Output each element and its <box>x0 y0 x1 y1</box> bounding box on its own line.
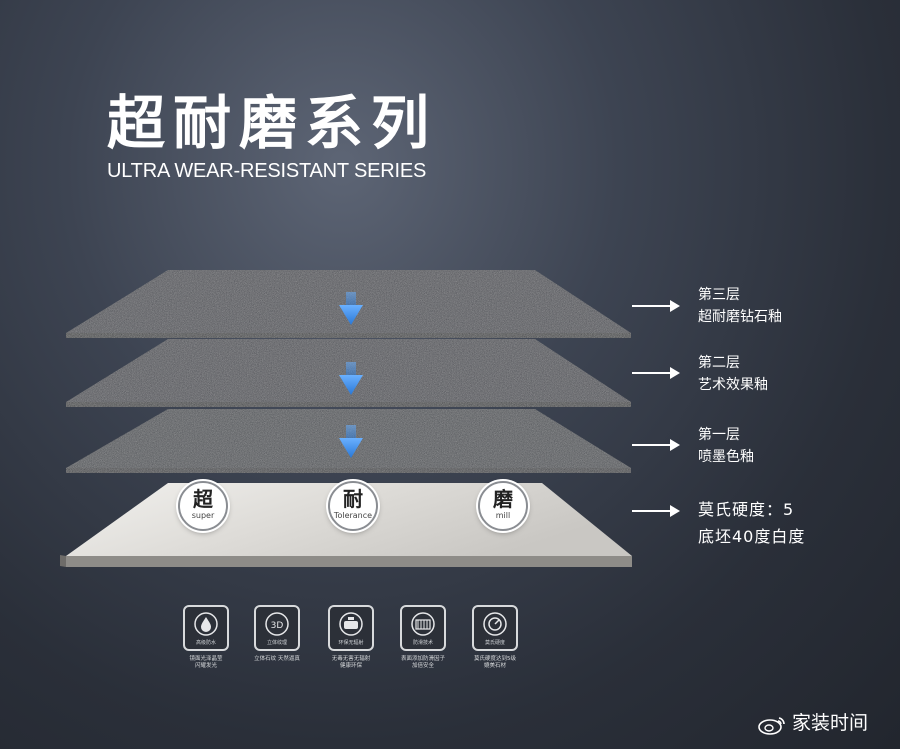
feature-anti-slip: 防滑技术 表面添加防滑因子 加倍安全 <box>391 605 455 670</box>
feature-caption: 莫氏硬度达到5级 媲美石材 <box>474 656 516 669</box>
arrow-right-icon <box>632 367 680 379</box>
feature-caption: 表面添加防滑因子 加倍安全 <box>400 656 445 669</box>
arrow-down-icon <box>339 425 363 458</box>
layer-1-title: 第一层 <box>698 427 740 443</box>
layer-3-title: 第三层 <box>698 287 740 303</box>
feature-icon-text: 防滑技术 <box>412 640 433 646</box>
badge-mill-char: 磨 <box>493 487 513 511</box>
layer-2-title: 第二层 <box>698 355 740 371</box>
badge-mill: 磨 mill <box>478 481 528 531</box>
3d-icon: 3D 立体纹理 <box>254 605 300 651</box>
layer-2-desc: 艺术效果釉 <box>698 377 768 393</box>
feature-hardness: 莫氏硬度 莫氏硬度达到5级 媲美石材 <box>463 605 527 670</box>
page-subtitle: ULTRA WEAR-RESISTANT SERIES <box>107 160 427 182</box>
feature-caption: 立体石纹 天然逼真 <box>254 656 300 662</box>
badge-tolerance-label: Tolerance <box>333 511 373 520</box>
weibo-logo <box>758 717 785 735</box>
svg-text:3D: 3D <box>271 621 284 631</box>
layer-1-desc: 喷墨色釉 <box>698 449 754 465</box>
page-title: 超耐磨系列 <box>107 89 438 157</box>
feature-icon-text: 环保无辐射 <box>338 640 364 646</box>
anti-slip-icon: 防滑技术 <box>400 605 446 651</box>
base-hardness: 莫氏硬度：5 <box>698 500 795 519</box>
water-drop-icon: 高级防水 <box>183 605 229 651</box>
badge-super-label: super <box>191 511 215 520</box>
base-whiteness: 底坯40度白度 <box>698 527 806 546</box>
cauldron-icon: 环保无辐射 <box>328 605 374 651</box>
feature-caption: 无毒无害无辐射 健康环保 <box>331 656 371 669</box>
arrow-right-icon <box>632 505 680 517</box>
layer-3-desc: 超耐磨钻石釉 <box>698 309 782 325</box>
feature-icon-text: 莫氏硬度 <box>484 640 505 646</box>
badge-super-char: 超 <box>193 487 213 511</box>
feature-icon-text: 高级防水 <box>195 640 216 646</box>
arrow-down-icon <box>339 292 363 325</box>
feature-caption: 镜面光泽晶莹 闪耀发光 <box>189 656 223 669</box>
gauge-icon: 莫氏硬度 <box>472 605 518 651</box>
watermark-text: 家装时间 <box>792 712 869 734</box>
feature-icon-text: 立体纹理 <box>266 640 287 646</box>
arrow-right-icon <box>632 439 680 451</box>
arrow-down-icon <box>339 362 363 395</box>
badge-mill-label: mill <box>495 511 511 520</box>
feature-eco: 环保无辐射 无毒无害无辐射 健康环保 <box>319 605 383 670</box>
badge-super: 超 super <box>178 481 228 531</box>
badge-tolerance: 耐 Tolerance <box>328 481 378 531</box>
feature-3d-texture: 3D 立体纹理 立体石纹 天然逼真 <box>245 605 309 663</box>
arrow-right-icon <box>632 300 680 312</box>
feature-waterproof: 高级防水 镜面光泽晶莹 闪耀发光 <box>174 605 238 670</box>
badge-tolerance-char: 耐 <box>343 487 363 511</box>
